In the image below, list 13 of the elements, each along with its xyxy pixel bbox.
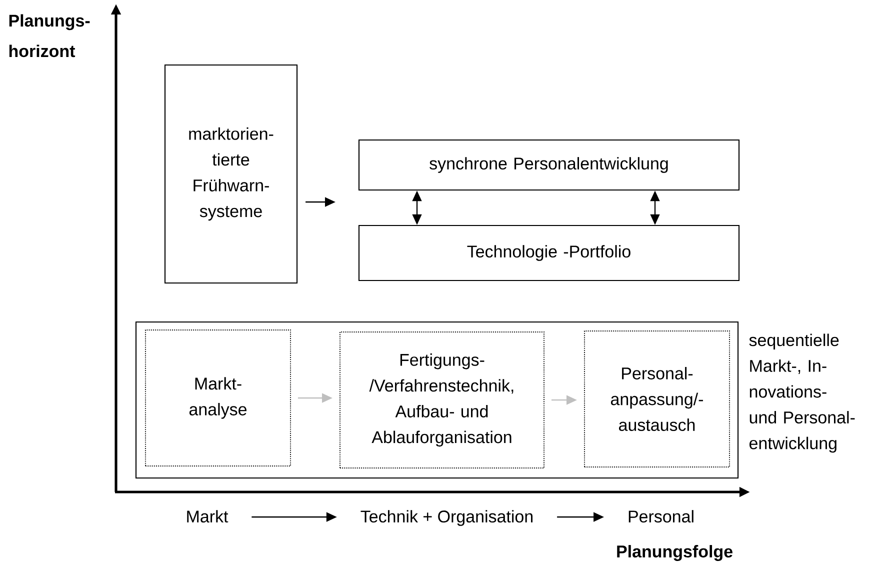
group-caption: sequentielle Markt-, In- novations- und Personal- entwicklung [749,334,855,453]
axis-label: Technik + Organisation [360,510,532,526]
stage-box: Personal- anpassung/- austausch [584,330,730,468]
process-box: synchrone Personalentwicklung [358,139,740,191]
axis-label: Personal [628,510,694,523]
axis-label: Markt [187,510,228,523]
stage-box: Markt- analyse [145,330,291,466]
process-box: Technologie -Portfolio [358,224,740,282]
process-box: marktorien- tierte Frühwarn- systeme [164,64,298,284]
stage-box: Fertigungs- /Verfahrenstechnik, Aufbau- und Ablauforganisation [340,332,544,468]
group-box [135,321,739,479]
axis-title: Planungs- horizont [9,14,90,58]
axis-title: Planungsfolge [617,545,732,561]
